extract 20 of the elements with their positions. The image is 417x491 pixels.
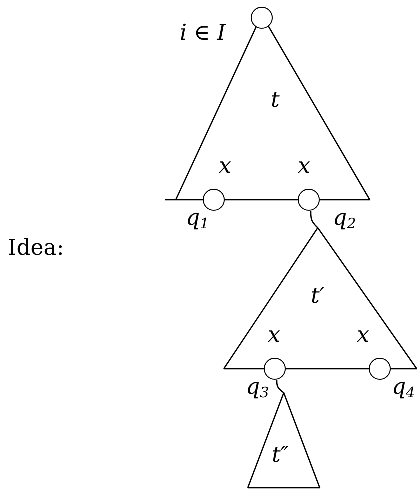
state-circle <box>369 358 391 380</box>
variable-label: q$_{4}$ <box>392 377 416 401</box>
variable-label: q$_{3}$ <box>246 377 270 401</box>
state-circle <box>251 7 273 29</box>
state-circle <box>203 189 225 211</box>
connector-line <box>276 380 284 394</box>
state-circle <box>264 358 286 380</box>
variable-label: x <box>219 156 232 178</box>
variable-label: i ∈ I <box>180 23 226 45</box>
tree-label: t″ <box>272 445 290 467</box>
tree-label: t <box>271 90 280 112</box>
variable-label: x <box>357 325 370 347</box>
heading-text: Idea: <box>8 238 64 260</box>
connector-line <box>310 211 318 228</box>
variable-label: q$_{1}$ <box>186 208 210 232</box>
variable-label: q$_{2}$ <box>333 208 356 232</box>
variable-label: x <box>298 156 310 178</box>
state-circle <box>298 189 320 211</box>
tree-label: t′ <box>311 286 325 308</box>
variable-label: x <box>268 325 280 347</box>
